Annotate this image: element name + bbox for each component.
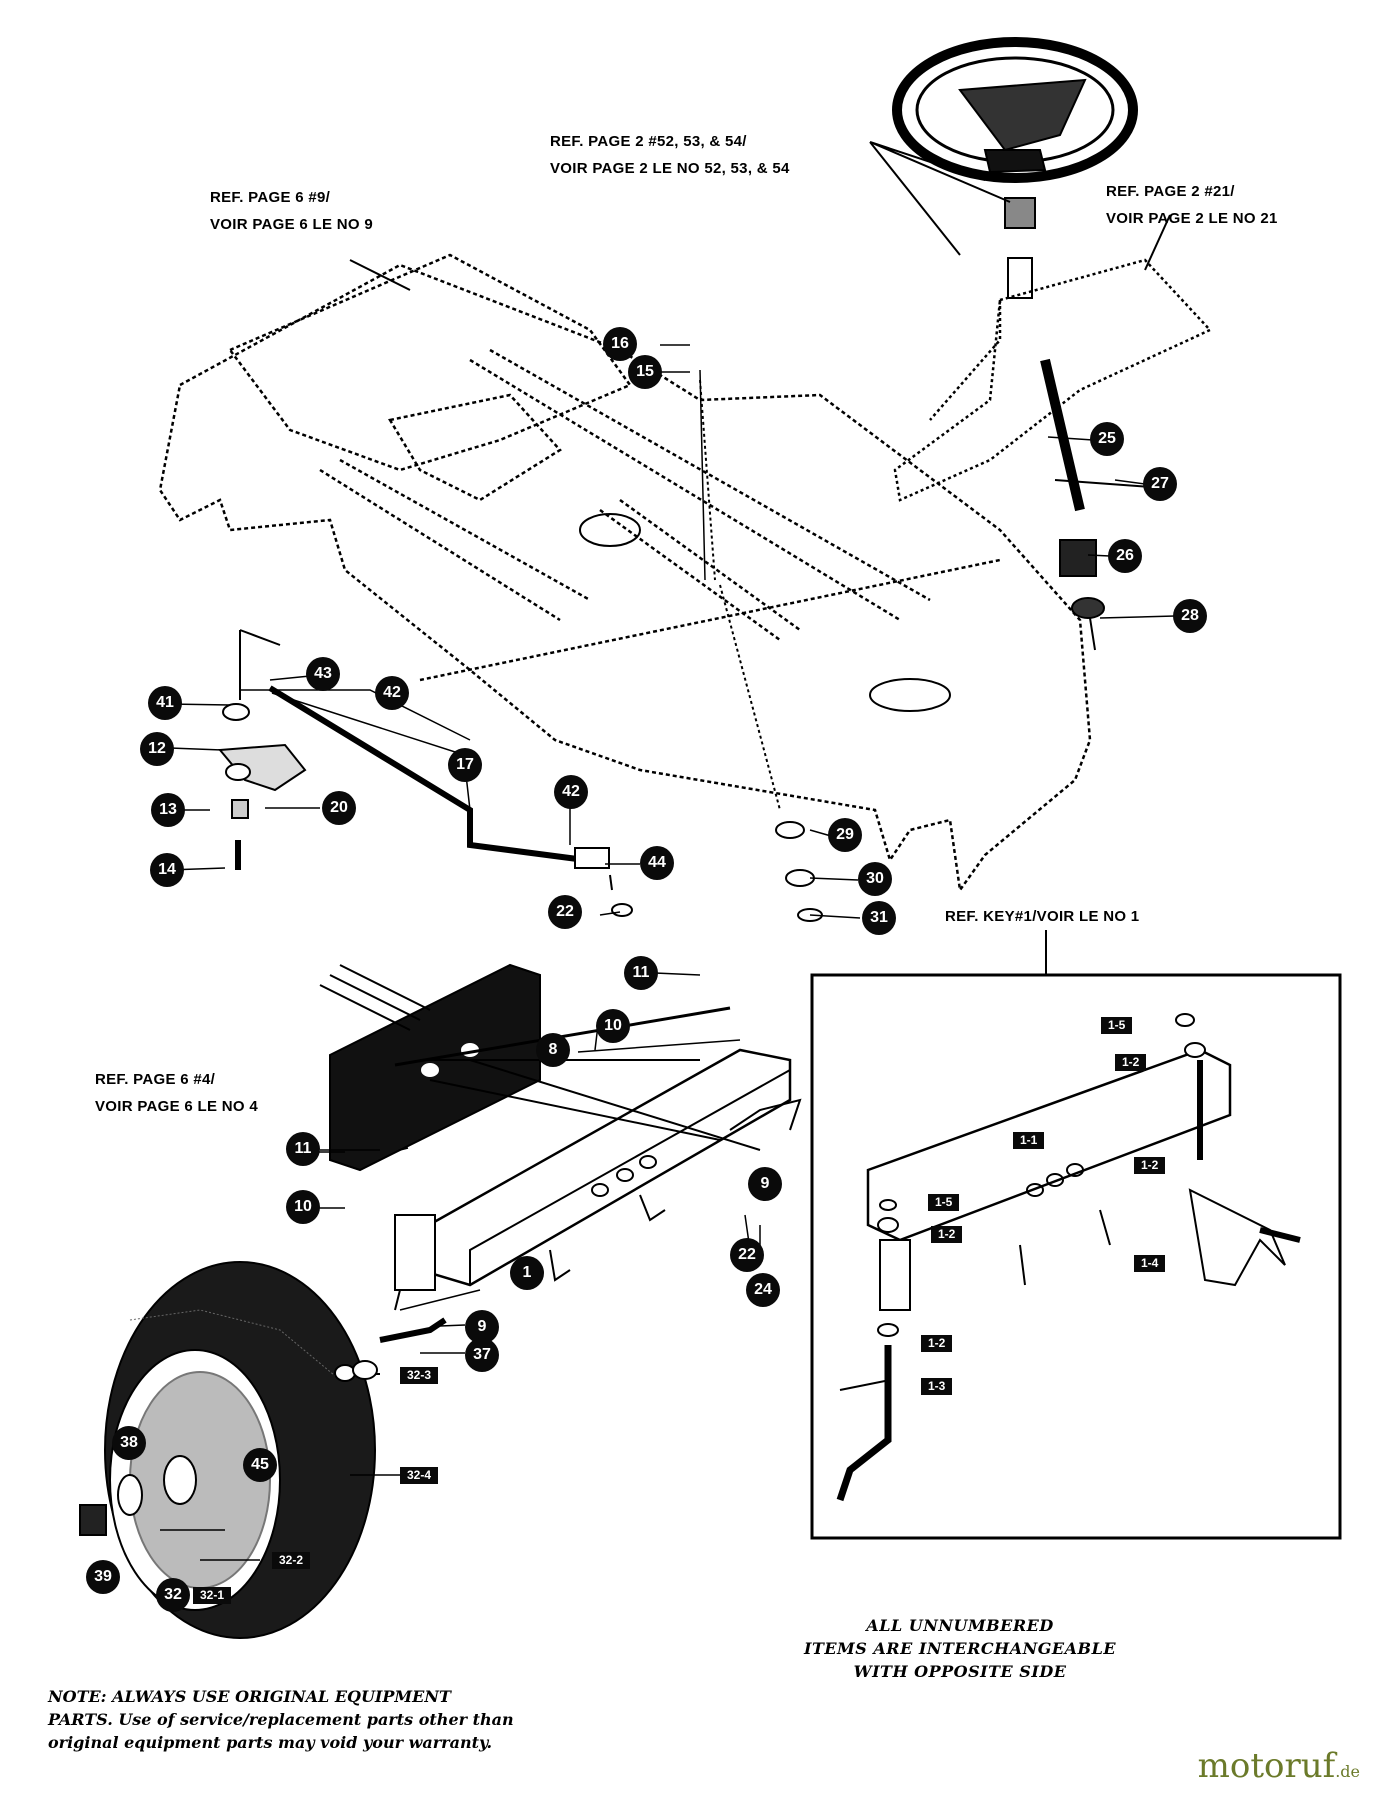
inset-tag-1-2b: 1-2 (1134, 1157, 1166, 1174)
inset-tag-1-2d: 1-2 (921, 1335, 953, 1352)
callout-44: 44 (640, 846, 674, 880)
inset-tag-1-1: 1-1 (1013, 1132, 1045, 1149)
steering-support-drawing (893, 258, 1213, 502)
callout-14: 14 (150, 853, 184, 887)
ref-bracket-line2: VOIR PAGE 6 LE NO 4 (95, 1098, 258, 1115)
note-interchangeable: ALL UNNUMBERED ITEMS ARE INTERCHANGEABLE… (760, 1614, 1160, 1683)
ref-bracket: REF. PAGE 6 #4/ VOIR PAGE 6 LE NO 4 (95, 1066, 258, 1120)
note-original-parts: NOTE: ALWAYS USE ORIGINAL EQUIPMENT PART… (48, 1685, 688, 1754)
steering-wheel-drawing (892, 37, 1138, 299)
inset-tag-1-4: 1-4 (1134, 1255, 1166, 1272)
callout-43: 43 (306, 657, 340, 691)
callout-20: 20 (322, 791, 356, 825)
callout-26: 26 (1108, 539, 1142, 573)
wheel-tag-32-1: 32-1 (193, 1587, 232, 1604)
callout-1: 1 (510, 1256, 544, 1290)
ref-frame-line1: REF. PAGE 6 #9/ (210, 189, 331, 206)
inset-tag-1-2c: 1-2 (931, 1226, 963, 1243)
callout-27: 27 (1143, 467, 1177, 501)
callout-17: 17 (448, 748, 482, 782)
callout-22b: 22 (730, 1238, 764, 1272)
callout-42: 42 (375, 676, 409, 710)
callout-22: 22 (548, 895, 582, 929)
callout-39: 39 (86, 1560, 120, 1594)
watermark-brand: motoruf (1197, 1746, 1336, 1786)
ref-frame: REF. PAGE 6 #9/ VOIR PAGE 6 LE NO 9 (210, 184, 373, 238)
front-axle-drawing (379, 1006, 802, 1343)
ref-steering-support-line1: REF. PAGE 2 #21/ (1106, 183, 1235, 200)
watermark: motoruf.de (1198, 1746, 1360, 1786)
note-right-line1: ALL UNNUMBERED (866, 1616, 1054, 1635)
wheel-tag-32-2: 32-2 (272, 1552, 311, 1569)
ref-key1: REF. KEY#1/VOIR LE NO 1 (945, 903, 1139, 930)
callout-41: 41 (148, 686, 182, 720)
ref-steering-wheel: REF. PAGE 2 #52, 53, & 54/ VOIR PAGE 2 L… (550, 128, 790, 182)
ref-steering-wheel-line2: VOIR PAGE 2 LE NO 52, 53, & 54 (550, 160, 790, 177)
note-right-line3: WITH OPPOSITE SIDE (853, 1662, 1067, 1681)
ref-steering-wheel-line1: REF. PAGE 2 #52, 53, & 54/ (550, 133, 747, 150)
inset-box-drawing (810, 930, 1342, 1540)
ref-key1-line1: REF. KEY#1/VOIR LE NO 1 (945, 908, 1140, 925)
note-right-line2: ITEMS ARE INTERCHANGEABLE (803, 1639, 1117, 1658)
wheel-drawing (79, 1261, 376, 1639)
watermark-suffix: .de (1335, 1762, 1360, 1781)
callout-8: 8 (536, 1033, 570, 1067)
callout-10b: 10 (286, 1190, 320, 1224)
note-left-line2: PARTS. Use of service/replacement parts … (48, 1710, 514, 1729)
ref-frame-line2: VOIR PAGE 6 LE NO 9 (210, 216, 373, 233)
ref-steering-support: REF. PAGE 2 #21/ VOIR PAGE 2 LE NO 21 (1106, 178, 1278, 232)
callout-11b: 11 (286, 1132, 320, 1166)
callout-31: 31 (862, 901, 896, 935)
callout-11: 11 (624, 956, 658, 990)
callout-10: 10 (596, 1009, 630, 1043)
callout-45: 45 (243, 1448, 277, 1482)
callout-32: 32 (156, 1578, 190, 1612)
callout-15: 15 (628, 355, 662, 389)
callout-30: 30 (858, 862, 892, 896)
callout-29: 29 (828, 818, 862, 852)
callout-28: 28 (1173, 599, 1207, 633)
callout-16: 16 (603, 327, 637, 361)
callout-37: 37 (465, 1338, 499, 1372)
ref-steering-support-line2: VOIR PAGE 2 LE NO 21 (1106, 210, 1278, 227)
callout-25: 25 (1090, 422, 1124, 456)
inset-tag-1-3: 1-3 (921, 1378, 953, 1395)
frame-drawing (158, 253, 1092, 894)
ref-bracket-line1: REF. PAGE 6 #4/ (95, 1071, 216, 1088)
inset-tag-1-2: 1-2 (1115, 1054, 1147, 1071)
inset-tag-1-5b: 1-5 (928, 1194, 960, 1211)
callout-13: 13 (151, 793, 185, 827)
callout-24: 24 (746, 1273, 780, 1307)
bracket-drawing (319, 963, 541, 1172)
wheel-tag-32-4: 32-4 (400, 1467, 439, 1484)
callout-38: 38 (112, 1426, 146, 1460)
callout-12: 12 (140, 732, 174, 766)
inset-tag-1-5: 1-5 (1101, 1017, 1133, 1034)
callout-9: 9 (748, 1167, 782, 1201)
callout-42b: 42 (554, 775, 588, 809)
wheel-tag-32-3: 32-3 (400, 1367, 439, 1384)
note-left-line3: original equipment parts may void your w… (48, 1733, 493, 1752)
note-left-line1: NOTE: ALWAYS USE ORIGINAL EQUIPMENT (48, 1687, 451, 1706)
